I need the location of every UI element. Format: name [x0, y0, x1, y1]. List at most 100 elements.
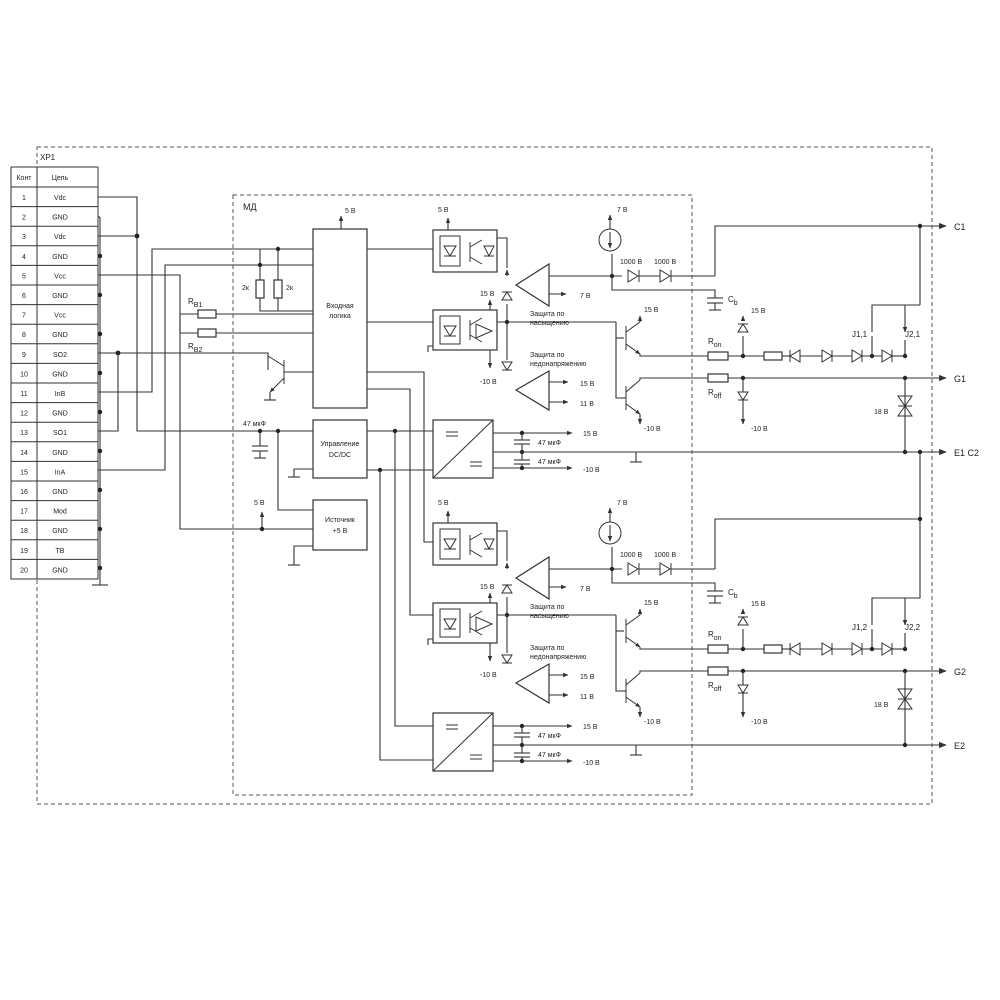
pin-signal: InB [55, 391, 66, 398]
uv-prot-2: недонапряжению [530, 654, 586, 661]
pin-signal: GND [52, 528, 68, 535]
pin-number: 11 [20, 391, 27, 398]
comparator-uv [514, 662, 550, 705]
module-md-label: МД [243, 202, 257, 212]
resistor-rb2 [197, 328, 217, 338]
output-e1c2-label: E1 C2 [954, 448, 979, 458]
clamp-neg-label: -10 В [751, 426, 768, 433]
tvs-label: 18 В [874, 702, 889, 709]
output-g2-label: G2 [954, 667, 966, 677]
comparator-sat-ref: 7 В [580, 293, 591, 300]
opto-out-neg: -10 В [480, 672, 497, 679]
resistor-ron [707, 351, 729, 361]
resistor-roff [707, 373, 729, 383]
opto-out-neg: -10 В [480, 379, 497, 386]
input-logic-section: Входная логика 5 В 2к 2к RВ1 RВ2 47 м [179, 208, 433, 761]
optocoupler-in [432, 522, 498, 566]
dcdc-label-1: Управление [321, 441, 360, 448]
input-logic-label-1: Входная [326, 303, 354, 310]
source-in-label: 5 В [254, 500, 265, 507]
sat-prot-2: насыщению [530, 320, 569, 327]
ron-label: Ron [708, 630, 722, 642]
input-logic-label-2: логика [329, 313, 351, 320]
input-logic-block [312, 228, 368, 409]
dcdc-out-neg: -10 В [583, 467, 600, 474]
jumper-j21-label: J2,1 [905, 330, 921, 339]
ron-label: Ron [708, 337, 722, 349]
opto-out-supply: 15 В [480, 291, 495, 298]
jumper-j12-label: J1,2 [852, 623, 868, 632]
pin-signal: GND [52, 254, 68, 261]
connector-ref: XP1 [40, 153, 56, 162]
driver-pos-supply: 15 В [644, 600, 659, 607]
diode-1000v-b: 1000 В [654, 552, 677, 559]
pin-number: 17 [20, 509, 28, 516]
pin-signal: Vcc [54, 273, 66, 280]
cap-cb-label: Cb [728, 588, 738, 600]
optocoupler-out [432, 602, 498, 644]
comparator-sat [514, 555, 550, 601]
clamp-neg-label: -10 В [751, 719, 768, 726]
pin-number: 20 [20, 567, 28, 574]
pin-signal: GND [52, 489, 68, 496]
diode-1000v-b: 1000 В [654, 259, 677, 266]
uv-prot-2: недонапряжению [530, 361, 586, 368]
pin-number: 15 [20, 469, 28, 476]
pin-number: 19 [20, 548, 28, 555]
pin-number: 9 [22, 352, 26, 359]
driver-pos-supply: 15 В [644, 307, 659, 314]
source-label-1: Источник [325, 517, 356, 524]
pin-wiring [92, 196, 313, 586]
pin-signal: Vdc [54, 234, 67, 241]
cap-cb-label: Cb [728, 295, 738, 307]
pin-number: 4 [22, 254, 26, 261]
resistor-2k-b [273, 279, 283, 299]
pin-number: 16 [20, 489, 28, 496]
pin-signal: Vcc [54, 313, 66, 320]
uv-prot-1: Защита по [530, 352, 565, 359]
dcdc-control-block [312, 419, 368, 479]
pin-number: 14 [20, 450, 28, 457]
pin-number: 12 [20, 411, 28, 418]
diode-1000v-a: 1000 В [620, 259, 643, 266]
dcdc-cap-b: 47 мкФ [538, 752, 561, 759]
pin-signal: GND [52, 293, 68, 300]
channel-2: 5 В 7 В 7 В 1000 В 1000 В Cb 15 В -10 В … [427, 500, 913, 772]
connector-col-pin: Конт [16, 175, 32, 182]
rb1-label: RВ1 [188, 297, 202, 309]
pin-signal: Vdc [54, 195, 67, 202]
pin-number: 1 [22, 195, 26, 202]
output-e2-label: E2 [954, 741, 965, 751]
current-source-ref: 7 В [617, 500, 628, 507]
pin-number: 18 [20, 528, 28, 535]
opto-in-supply: 5 В [438, 500, 449, 507]
pin-signal: TB [56, 548, 65, 555]
output-c1-label: C1 [954, 222, 966, 232]
roff-label: Roff [708, 388, 721, 400]
output-g1-label: G1 [954, 374, 966, 384]
dcdc-cap-a: 47 мкФ [538, 733, 561, 740]
clamp-pos-label: 15 В [751, 601, 766, 608]
optocoupler-out [432, 309, 498, 351]
input-cap-label: 47 мкФ [243, 421, 266, 428]
pin-signal: SO1 [53, 430, 67, 437]
pin-number: 5 [22, 273, 26, 280]
diode-1000v-a: 1000 В [620, 552, 643, 559]
source-5v-block [312, 499, 368, 551]
pin-signal: GND [52, 411, 68, 418]
sat-prot-1: Защита по [530, 604, 565, 611]
output-terminals: C1 J1,1 J2,1 G1 E1 C2 J1,2 J2,2 G2 E2 [690, 222, 979, 751]
jumper-j22-label: J2,2 [905, 623, 921, 632]
pin-signal: Mod [53, 509, 67, 516]
dcdc-cap-a: 47 мкФ [538, 440, 561, 447]
pin-number: 6 [22, 293, 26, 300]
pin-signal: GND [52, 332, 68, 339]
sat-prot-2: насыщению [530, 613, 569, 620]
driver-neg-supply: -10 В [644, 719, 661, 726]
uv-ref-11: 11 В [580, 401, 594, 408]
pin-number: 13 [20, 430, 28, 437]
resistor-ron [707, 644, 729, 654]
